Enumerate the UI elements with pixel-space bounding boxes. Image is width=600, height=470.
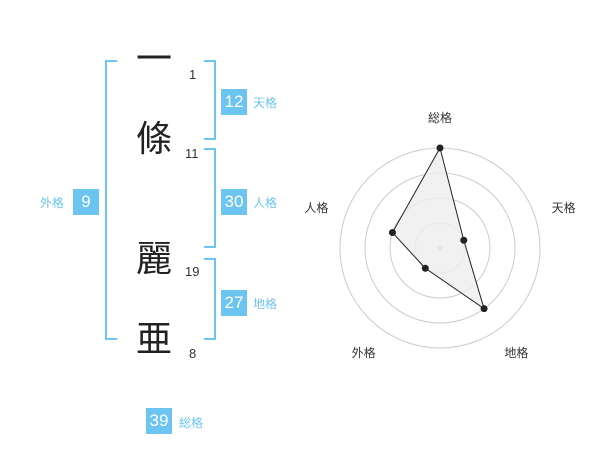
radar-point bbox=[436, 144, 444, 152]
radar-axis-label: 天格 bbox=[552, 200, 576, 215]
gaikaku-label: 外格 bbox=[40, 196, 65, 210]
name-char-4: 亜 bbox=[135, 319, 172, 360]
radar-point bbox=[388, 229, 396, 237]
stroke-count-4: 8 bbox=[189, 346, 197, 361]
radar-point bbox=[460, 236, 468, 244]
radar-point bbox=[480, 305, 488, 313]
tenkaku-value: 12 bbox=[221, 89, 247, 115]
chikaku-bracket bbox=[204, 258, 216, 340]
stroke-count-3: 19 bbox=[185, 264, 200, 279]
radar-point bbox=[421, 264, 429, 272]
tenkaku-bracket bbox=[204, 60, 216, 140]
radar-axis-label: 外格 bbox=[352, 345, 376, 360]
stroke-count-2: 11 bbox=[185, 146, 199, 161]
name-char-3: 麗 bbox=[135, 239, 172, 280]
jinkaku-bracket bbox=[204, 148, 216, 248]
soukaku-label: 総格 bbox=[179, 416, 204, 430]
tenkaku-label: 天格 bbox=[253, 96, 278, 110]
radar-axis-label: 総格 bbox=[428, 110, 452, 125]
name-char-2: 條 bbox=[135, 119, 172, 160]
name-char-1: 一 bbox=[135, 39, 172, 80]
chikaku-label: 地格 bbox=[253, 297, 278, 311]
soukaku-value: 39 bbox=[146, 408, 172, 434]
jinkaku-value: 30 bbox=[221, 189, 247, 215]
stroke-count-1: 1 bbox=[189, 67, 197, 82]
gaikaku-value: 9 bbox=[73, 189, 99, 215]
radar-axis-label: 地格 bbox=[504, 345, 528, 360]
gaikaku-bracket bbox=[105, 60, 117, 340]
chikaku-value: 27 bbox=[221, 290, 247, 316]
radar-series-polygon bbox=[391, 146, 485, 310]
jinkaku-label: 人格 bbox=[253, 196, 278, 210]
radar-axis-label: 人格 bbox=[304, 200, 328, 215]
